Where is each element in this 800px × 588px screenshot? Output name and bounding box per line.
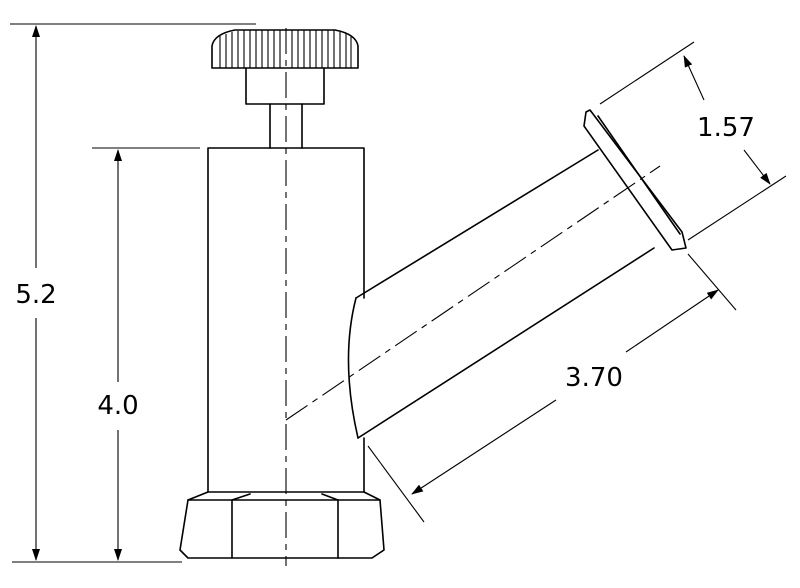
outlet-centerline: [285, 165, 661, 421]
dimension-overall-height: 5.2: [10, 23, 256, 563]
knurled-knob: [211, 29, 359, 149]
dim-label-3-70: 3.70: [565, 363, 623, 393]
dimension-pipe-diameter: 1.57: [599, 41, 787, 241]
dim-label-4-0: 4.0: [97, 391, 138, 421]
angled-outlet-pipe: [347, 109, 687, 439]
dimension-body-height: 4.0: [92, 147, 200, 561]
dim-label-1-57: 1.57: [697, 113, 755, 143]
dim-label-5-2: 5.2: [15, 280, 56, 310]
dimension-pipe-length: 3.70: [367, 253, 737, 523]
hex-nut: [179, 491, 385, 559]
